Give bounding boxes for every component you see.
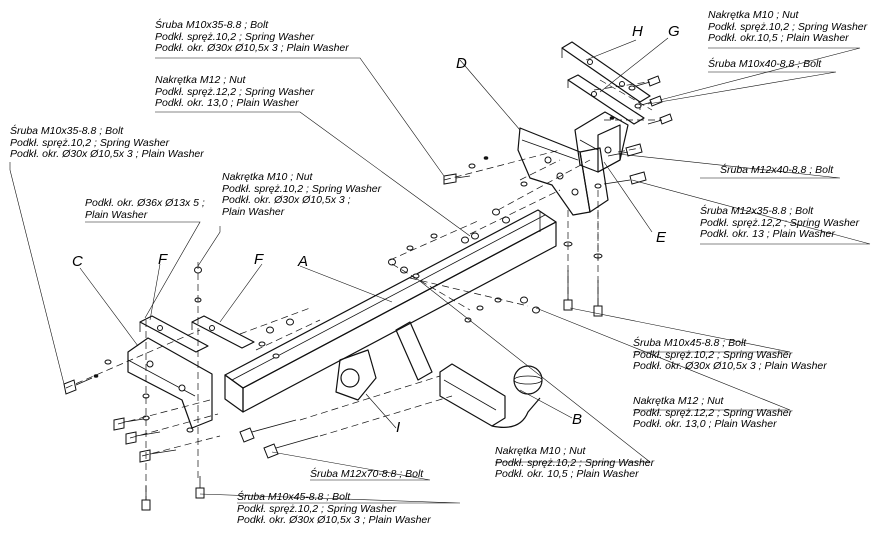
callout-line: Nakrętka M10 ; Nut xyxy=(222,171,313,183)
callout-bolt-m12x35: Śruba M12x35-8.8 ; Bolt Podkł. spręż.12,… xyxy=(700,205,860,241)
callout-line: Podkł. spręż.12,2 ; Spring Washer xyxy=(155,85,315,98)
callout-bolt-m12x70: Śruba M12x70-8.8 ; Bolt xyxy=(310,468,424,481)
callout-line: Śruba M10x45-8.8 ; Bolt xyxy=(633,337,747,349)
bracket-part-c xyxy=(127,337,213,429)
part-letter-i: I xyxy=(396,419,401,436)
part-letter-g: G xyxy=(668,23,680,40)
callout-bolt-m10x45-right: Śruba M10x45-8.8 ; Bolt Podkł. spręż.10,… xyxy=(633,337,827,373)
callout-line: Podkł. okr. 13,0 ; Plain Washer xyxy=(155,97,299,109)
callout-line: Nakrętka M10 ; Nut xyxy=(708,9,799,21)
assembly-dash-lines xyxy=(65,79,660,500)
crossbar-part-a xyxy=(224,209,557,413)
callout-line: Podkł. okr. Ø30x Ø10,5x 3 ; Plain Washer xyxy=(10,148,204,160)
callout-line: Śruba M10x40-8.8 ; Bolt xyxy=(708,58,822,70)
callout-line: Podkł. okr. Ø30x Ø10,5x 3 ; Plain Washer xyxy=(155,42,349,54)
callout-line: Śruba M12x70-8.8 ; Bolt xyxy=(310,468,424,480)
callout-line: Podkł. spręż.10,2 ; Spring Washer xyxy=(155,30,315,43)
callout-bolt-m12x40: Śruba M12x40-8.8 ; Bolt xyxy=(720,164,834,177)
strip-part-h xyxy=(561,41,651,110)
callout-line: Podkł. okr.10,5 ; Plain Washer xyxy=(708,32,849,44)
part-letter-d: D xyxy=(456,55,467,72)
callout-line: Śruba M12x35-8.8 ; Bolt xyxy=(700,205,814,217)
callout-line: Podkł. spręż.12,2 ; Spring Washer xyxy=(633,406,793,419)
callout-line: Plain Washer xyxy=(85,208,148,221)
callout-line: Śruba M12x40-8.8 ; Bolt xyxy=(720,164,834,176)
callout-line: Podkł. okr. Ø30x Ø10,5x 3 ; xyxy=(222,194,351,206)
callout-line: Plain Washer xyxy=(222,205,285,218)
leader-lines xyxy=(9,37,871,504)
callout-bolt-m10x45-bottom: Śruba M10x45-8.8 ; Bolt Podkł. spręż.10,… xyxy=(237,491,431,527)
callout-top-right-nut: Nakrętka M10 ; Nut Podkł. spręż.10,2 ; S… xyxy=(708,9,868,45)
callout-mid-nut-m10: Nakrętka M10 ; Nut Podkł. spręż.10,2 ; S… xyxy=(222,171,382,218)
callout-line: Podkł. spręż.10,2 ; Spring Washer xyxy=(495,456,655,469)
bracket-part-e xyxy=(574,111,629,173)
callout-big-washer: Podkł. okr. Ø36x Ø13x 5 ; Plain Washer xyxy=(85,197,205,221)
part-letter-f-left: F xyxy=(158,251,168,268)
callout-line: Podkł. okr. 13,0 ; Plain Washer xyxy=(633,418,777,430)
callout-nut-m12-top: Nakrętka M12 ; Nut Podkł. spręż.12,2 ; S… xyxy=(155,74,315,110)
callout-top-left-bolt: Śruba M10x35-8.8 ; Bolt Podkł. spręż.10,… xyxy=(155,19,349,55)
callout-nut-m10-bottom: Nakrętka M10 ; Nut Podkł. spręż.10,2 ; S… xyxy=(495,445,655,481)
callout-line: Śruba M10x45-8.8 ; Bolt xyxy=(237,491,351,503)
callout-left-bolt: Śruba M10x35-8.8 ; Bolt Podkł. spręż.10,… xyxy=(10,125,204,161)
callout-line: Nakrętka M10 ; Nut xyxy=(495,445,586,457)
part-letter-b: B xyxy=(572,411,583,428)
callout-line: Podkł. okr. Ø30x Ø10,5x 3 ; Plain Washer xyxy=(237,514,431,526)
part-letter-h: H xyxy=(632,23,643,40)
callout-line: Podkł. spręż.10,2 ; Spring Washer xyxy=(708,20,868,33)
callout-line: Podkł. spręż.10,2 ; Spring Washer xyxy=(633,348,793,361)
bracket-part-f-left xyxy=(139,315,209,353)
bracket-part-f-right xyxy=(191,315,255,349)
part-letter-f-right: F xyxy=(254,251,264,268)
callout-line: Podkł. spręż.12,2 ; Spring Washer xyxy=(700,216,860,229)
callout-line: Śruba M10x35-8.8 ; Bolt xyxy=(10,125,124,137)
part-letter-a: A xyxy=(298,253,309,270)
part-letter-c: C xyxy=(72,253,83,270)
callout-line: Nakrętka M12 ; Nut xyxy=(155,74,246,86)
strip-part-g xyxy=(567,74,645,125)
callout-line: Podkł. okr. Ø30x Ø10,5x 3 ; Plain Washer xyxy=(633,360,827,372)
callout-nut-m12-right: Nakrętka M12 ; Nut Podkł. spręż.12,2 ; S… xyxy=(633,395,793,431)
callout-line: Śruba M10x35-8.8 ; Bolt xyxy=(155,19,269,31)
ball-neck-part-b xyxy=(439,363,543,428)
part-letter-e: E xyxy=(656,229,667,246)
bracket-part-d xyxy=(517,127,609,216)
callout-line: Podkł. spręż.10,2 ; Spring Washer xyxy=(10,136,170,149)
callout-line: Podkł. okr. 10,5 ; Plain Washer xyxy=(495,468,639,480)
callout-line: Nakrętka M12 ; Nut xyxy=(633,395,724,407)
callout-line: Podkł. okr. Ø36x Ø13x 5 ; xyxy=(85,197,205,209)
callout-line: Podkł. spręż.10,2 ; Spring Washer xyxy=(222,182,382,195)
callout-top-right-bolt: Śruba M10x40-8.8 ; Bolt xyxy=(708,58,822,71)
callout-line: Podkł. spręż.10,2 ; Spring Washer xyxy=(237,502,397,515)
socket-plate-part-i xyxy=(335,321,433,401)
callout-line: Podkł. okr. 13 ; Plain Washer xyxy=(700,228,835,240)
